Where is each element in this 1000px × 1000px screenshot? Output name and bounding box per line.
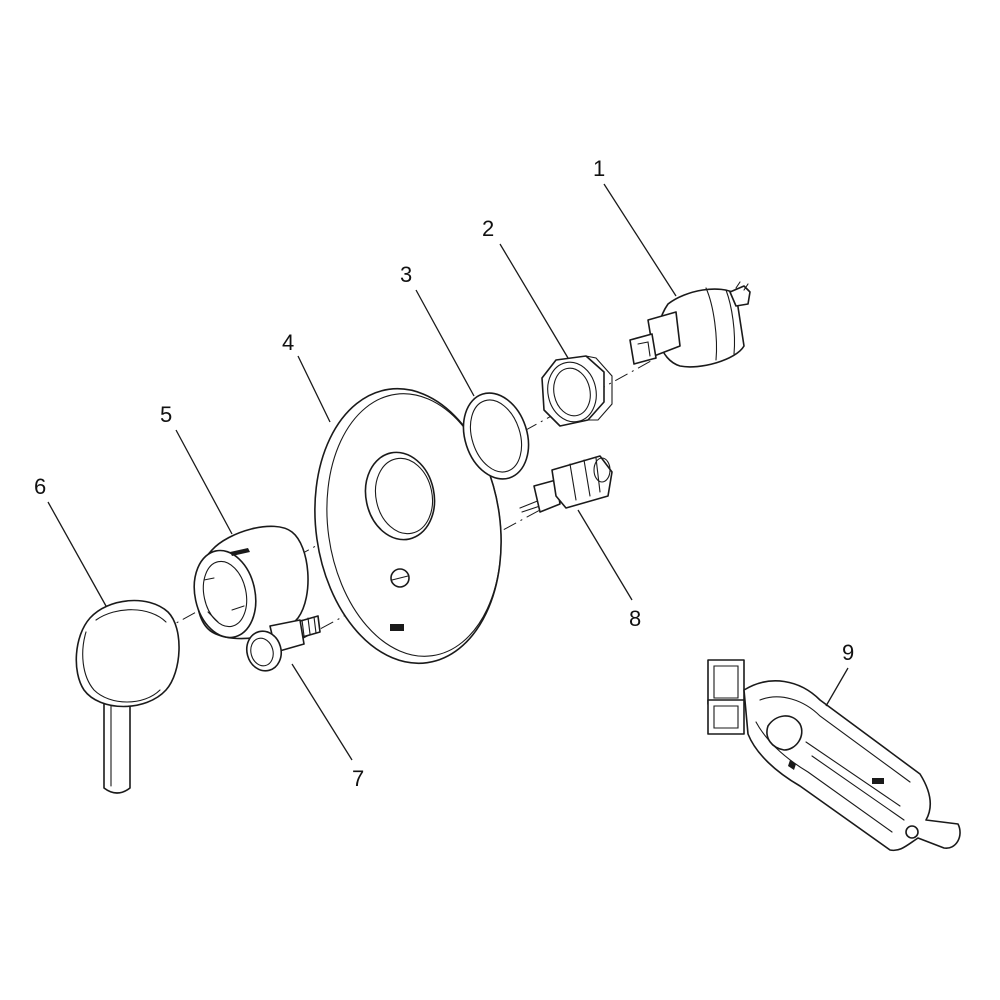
callout-1: 1 bbox=[593, 156, 605, 181]
callout-5: 5 bbox=[160, 402, 172, 427]
leader-line-3 bbox=[415, 289, 475, 397]
part-9-tool-wrench bbox=[707, 659, 961, 852]
callout-9: 9 bbox=[842, 640, 854, 665]
leader-line-1 bbox=[603, 183, 677, 297]
callout-8: 8 bbox=[629, 606, 641, 631]
leader-line-5 bbox=[175, 429, 233, 535]
leader-line-2 bbox=[499, 243, 569, 359]
part-1-cartridge bbox=[629, 281, 751, 368]
part-4-escutcheon-plate bbox=[314, 387, 502, 665]
callout-leader-lines bbox=[47, 183, 849, 761]
leader-line-9 bbox=[825, 667, 849, 707]
part-7-button-screw bbox=[245, 615, 321, 672]
part-2-hex-nut bbox=[541, 355, 613, 427]
callout-3: 3 bbox=[400, 262, 412, 287]
part-5-sleeve bbox=[193, 525, 309, 640]
callout-6: 6 bbox=[34, 474, 46, 499]
callout-4: 4 bbox=[282, 330, 294, 355]
callout-numbers: 1 2 3 4 5 6 7 8 9 bbox=[34, 156, 854, 791]
leader-line-7 bbox=[291, 663, 353, 761]
part-6-lever-handle bbox=[75, 599, 180, 794]
leader-line-4 bbox=[297, 355, 331, 423]
callout-7: 7 bbox=[352, 766, 364, 791]
callout-2: 2 bbox=[482, 216, 494, 241]
part-8-diverter-insert bbox=[519, 455, 613, 513]
part-3-o-ring bbox=[462, 392, 530, 480]
leader-line-6 bbox=[47, 501, 107, 607]
leader-line-8 bbox=[577, 509, 633, 601]
